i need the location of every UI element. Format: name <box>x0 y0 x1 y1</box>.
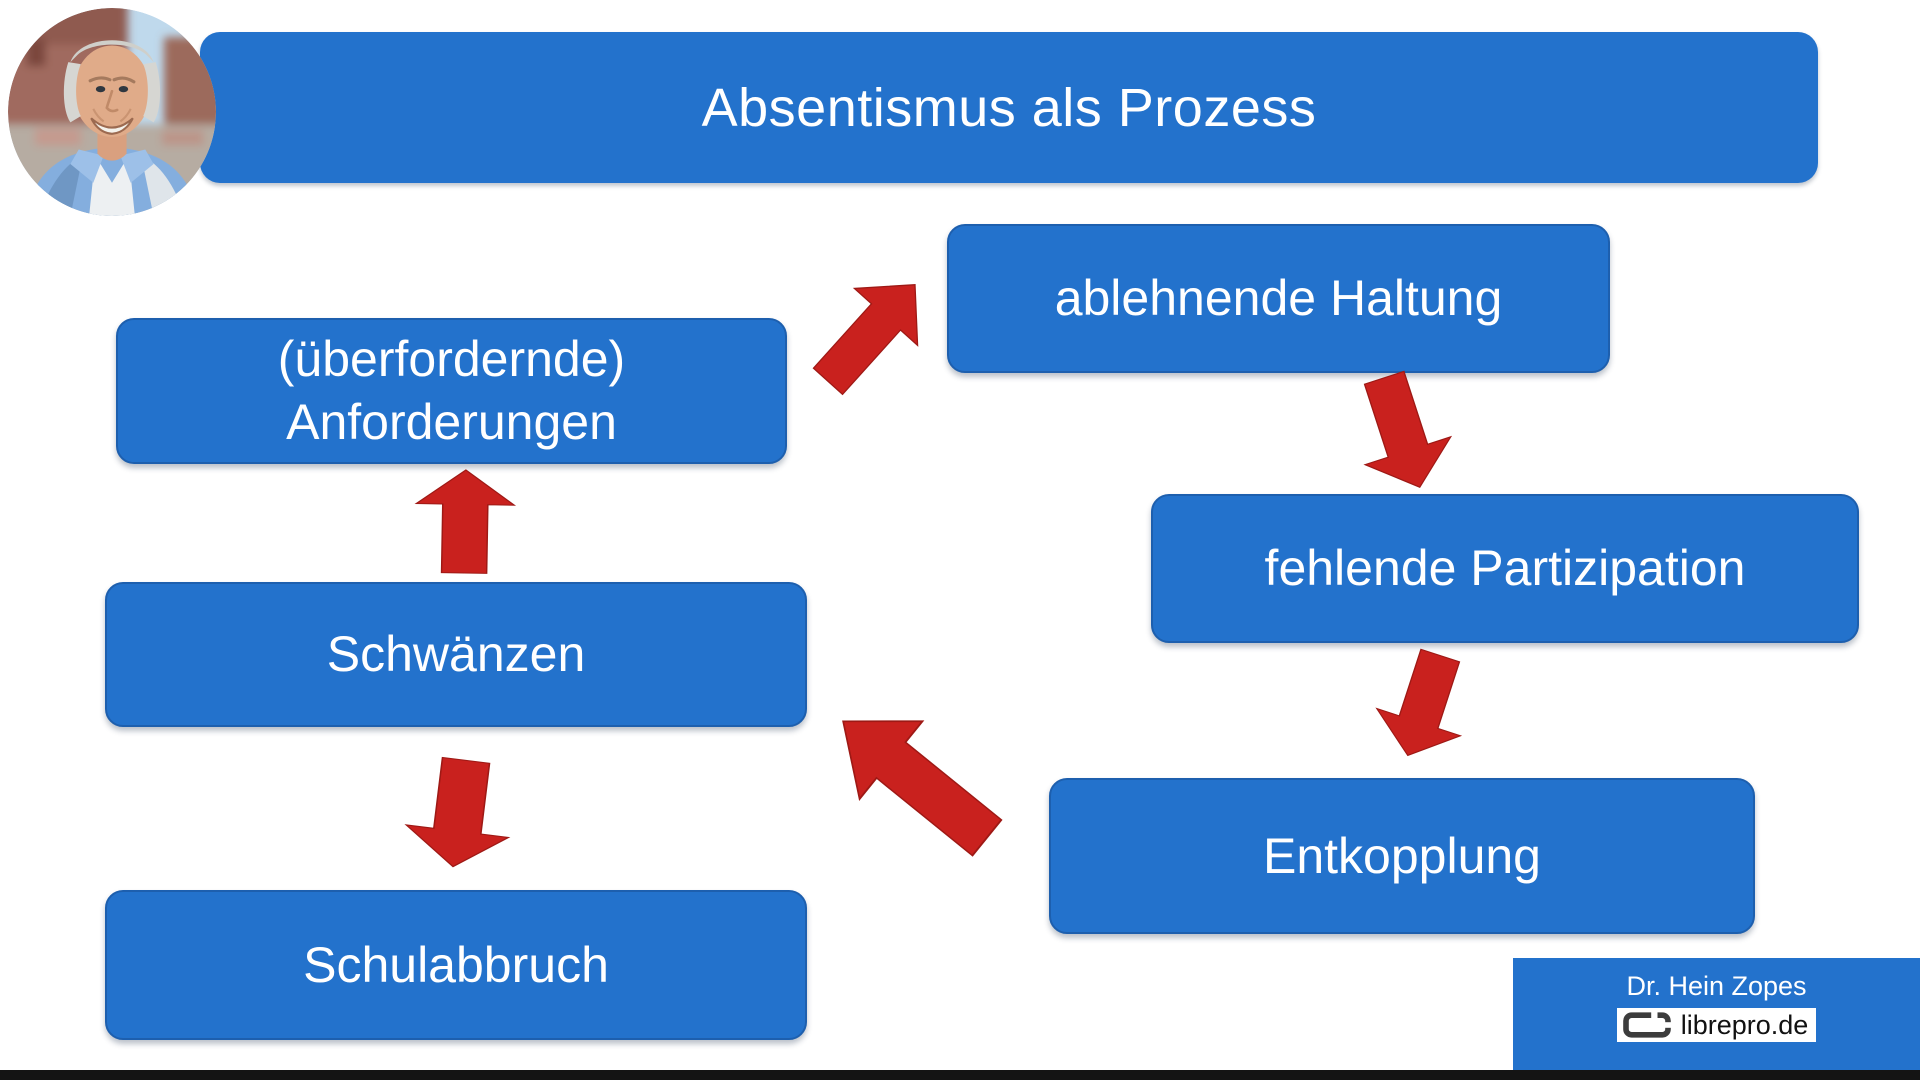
arrow-ablehnende-haltung-to-fehlende-partizipation-icon <box>1341 364 1462 501</box>
librepro-badge: librepro.de <box>1616 1008 1817 1043</box>
node-label: Schulabbruch <box>303 936 609 993</box>
presenter-portrait-icon <box>8 8 216 216</box>
node-schulabbruch: Schulabbruch <box>105 890 807 1040</box>
node-schwaenzen: Schwänzen <box>105 582 807 727</box>
presenter-site: librepro.de <box>1680 1009 1809 1040</box>
slide-title: Absentismus als Prozess <box>701 77 1317 138</box>
arrow-schwaenzen-to-anforderungen-icon <box>414 469 517 574</box>
slide-title-bar: Absentismus als Prozess <box>200 32 1818 183</box>
librepro-logo-icon <box>1622 1011 1672 1038</box>
node-label: fehlende Partizipation <box>1264 540 1746 596</box>
node-label: ablehnende Haltung <box>1054 270 1503 326</box>
arrow-fehlende-partizipation-to-entkopplung-icon <box>1366 642 1482 769</box>
node-anforderungen: (überfordernde) Anforderungen <box>116 318 787 464</box>
arrow-schwaenzen-to-schulabbruch-icon <box>402 754 517 873</box>
credit-box: Dr. Hein Zopes librepro.de <box>1513 958 1920 1070</box>
node-entkopplung: Entkopplung <box>1049 778 1755 934</box>
node-fehlende-partizipation: fehlende Partizipation <box>1151 494 1859 643</box>
arrow-entkopplung-to-schwaenzen-icon <box>812 682 1019 876</box>
bottom-border-bar <box>0 1070 1920 1080</box>
node-ablehnende-haltung: ablehnende Haltung <box>947 224 1610 373</box>
presenter-name: Dr. Hein Zopes <box>1626 971 1807 1001</box>
presenter-avatar <box>8 8 216 216</box>
node-label: Anforderungen <box>286 394 617 450</box>
node-label: (überfordernde) <box>277 331 626 387</box>
node-label: Entkopplung <box>1262 827 1541 884</box>
node-label: Schwänzen <box>326 626 586 682</box>
arrow-anforderungen-to-ablehnende-haltung-icon <box>796 256 946 409</box>
